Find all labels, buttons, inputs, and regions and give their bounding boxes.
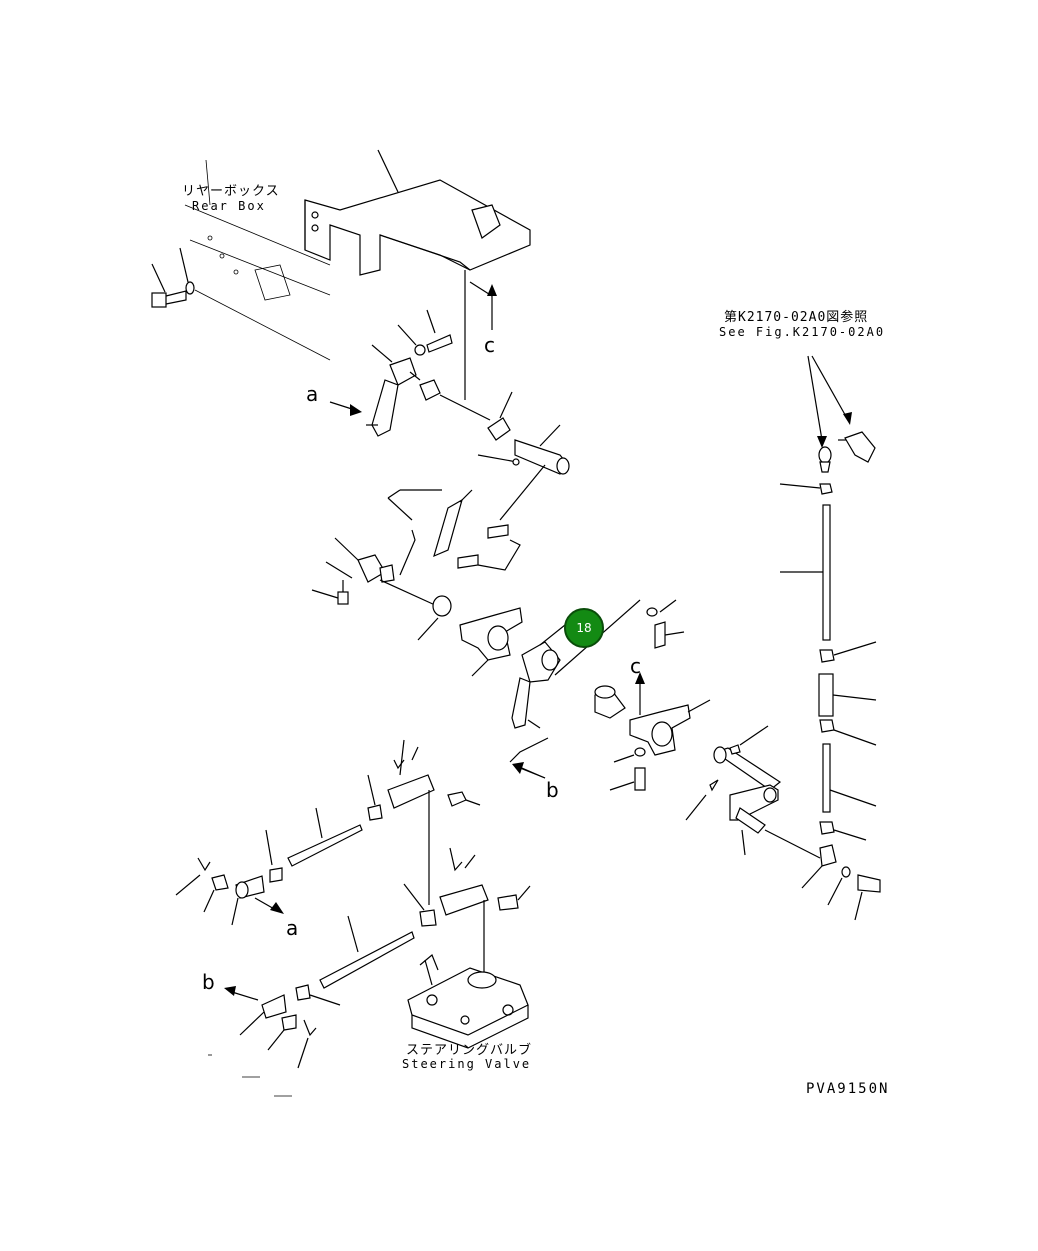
ref-b-mid: b — [546, 778, 559, 802]
rod-links — [367, 739, 531, 980]
bushing-upper — [477, 391, 570, 475]
ref-c-top: c — [484, 333, 495, 357]
reference-arrows — [224, 284, 852, 1001]
linkage-plate — [387, 464, 546, 576]
bracket-right — [594, 685, 711, 791]
rear-box-label-jp: リヤーボックス — [182, 184, 280, 199]
steering-valve-label-en: Steering Valve — [402, 1057, 532, 1071]
bolt-rear-box — [151, 247, 195, 308]
rear-box-label-en: Rear Box — [192, 199, 266, 213]
ref-a-bottom: a — [286, 916, 299, 940]
part-callout-number: 18 — [576, 621, 592, 635]
rear-box-outline — [184, 159, 331, 361]
shaft-right — [685, 725, 821, 859]
rod-ends-lower-left — [175, 857, 317, 1097]
steering-valve — [407, 954, 529, 1049]
drawing-code: PVA9150N — [806, 1081, 890, 1097]
see-fig-label-jp: 第K2170-02A0図参照 — [724, 310, 869, 325]
upper-lever — [366, 309, 491, 437]
ref-c-mid: c — [630, 654, 641, 678]
steering-valve-label-jp: ステアリングバルブ — [406, 1043, 533, 1058]
bracket-left — [459, 607, 523, 677]
part-callout-18[interactable]: 18 — [564, 608, 604, 648]
rear-box-bracket — [304, 149, 531, 400]
ref-b-bottom: b — [202, 970, 215, 994]
long-rods — [265, 807, 437, 1006]
see-fig-label-en: See Fig.K2170-02A0 — [719, 325, 886, 339]
clevis-left — [311, 537, 452, 641]
ref-a-top: a — [306, 382, 319, 406]
vertical-rod — [779, 355, 881, 921]
